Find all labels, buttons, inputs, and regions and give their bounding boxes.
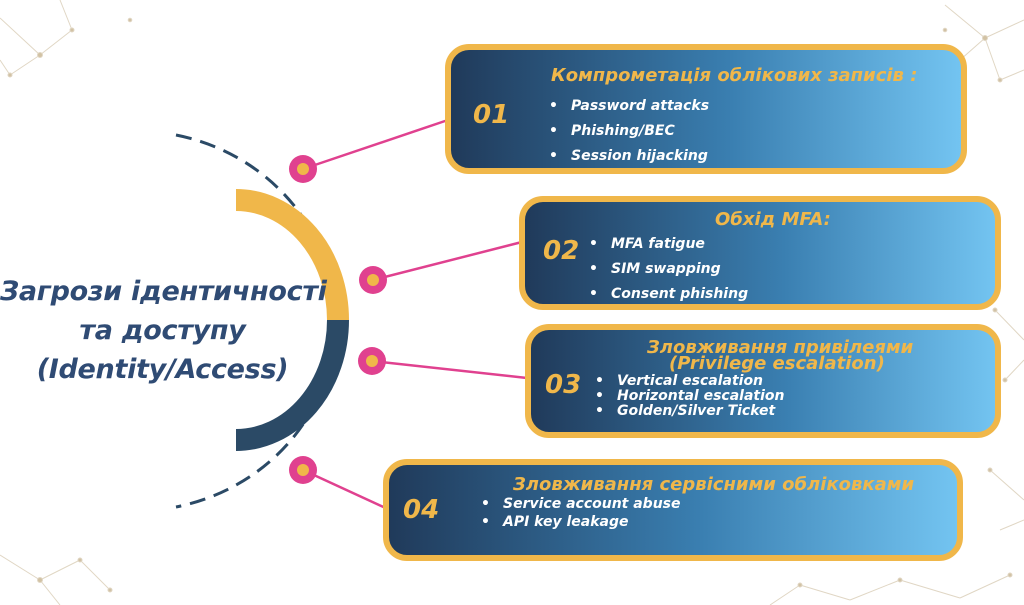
list-item: Service account abuse xyxy=(481,495,681,513)
list-item: MFA fatigue xyxy=(589,232,748,257)
card-item-list: Password attacks Phishing/BEC Session hi… xyxy=(549,94,709,169)
card-title: Зловживання привілеями xyxy=(647,337,914,358)
list-item: API key leakage xyxy=(481,513,681,531)
list-item: Consent phishing xyxy=(589,282,748,307)
card-item-list: MFA fatigue SIM swapping Consent phishin… xyxy=(589,232,748,307)
card-title: Компрометація облікових записів : xyxy=(551,65,918,86)
card-subtitle: (Privilege escalation) xyxy=(669,353,885,374)
card-title: Зловживання сервісними обліковками xyxy=(513,474,915,495)
connector-lines xyxy=(302,118,528,512)
list-item: Horizontal escalation xyxy=(595,389,784,404)
list-item: Vertical escalation xyxy=(595,374,784,389)
main-title-line-3: (Identity/Access) xyxy=(36,354,289,385)
inner-arc-top xyxy=(235,189,349,321)
list-item: Password attacks xyxy=(549,94,709,119)
card-number: 01 xyxy=(473,100,510,130)
inner-arc-bottom xyxy=(235,319,349,451)
list-item: Golden/Silver Ticket xyxy=(595,404,784,419)
threat-card-04: 04 Зловживання сервісними обліковками Se… xyxy=(383,459,963,561)
connector-nodes xyxy=(289,155,387,484)
card-number: 04 xyxy=(403,495,440,525)
card-item-list: Service account abuse API key leakage xyxy=(481,495,681,531)
main-title-line-1: Загрози ідентичності xyxy=(0,276,327,307)
card-number: 02 xyxy=(543,236,580,266)
threat-card-02: 02 Обхід MFA: MFA fatigue SIM swapping C… xyxy=(519,196,1001,310)
list-item: Phishing/BEC xyxy=(549,119,709,144)
main-title-line-2: та доступу xyxy=(79,315,246,346)
list-item: SIM swapping xyxy=(589,257,748,282)
threat-card-03: 03 Зловживання привілеями (Privilege esc… xyxy=(525,324,1001,438)
main-title: Загрози ідентичності та доступу (Identit… xyxy=(0,272,327,389)
list-item: Session hijacking xyxy=(549,144,709,169)
threat-card-01: 01 Компрометація облікових записів : Pas… xyxy=(445,44,967,174)
card-number: 03 xyxy=(545,370,582,400)
card-title: Обхід MFA: xyxy=(715,209,831,230)
card-item-list: Vertical escalation Horizontal escalatio… xyxy=(595,374,784,419)
